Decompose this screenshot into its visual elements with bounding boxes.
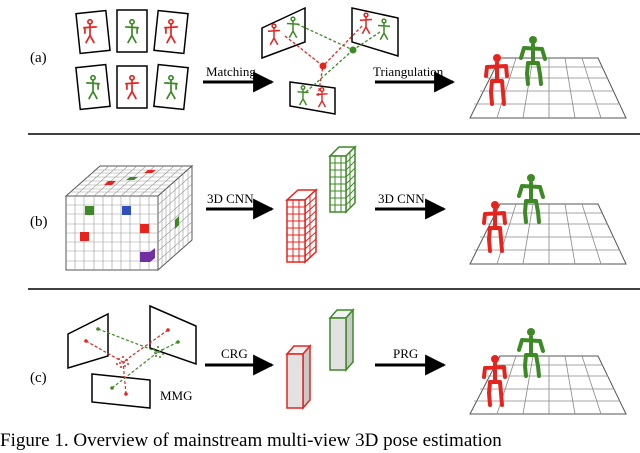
mini-person-green bbox=[286, 16, 300, 39]
green-proposal-box bbox=[328, 308, 355, 372]
view-plane bbox=[91, 373, 151, 409]
green-proposal-cluster bbox=[153, 346, 164, 358]
red-view-point bbox=[124, 392, 128, 396]
input-views-grid bbox=[75, 9, 189, 111]
cnn-label-2: 3D CNN bbox=[378, 191, 425, 206]
mini-person-red bbox=[83, 18, 97, 44]
mini-person-red bbox=[164, 18, 178, 44]
voxel-red-top bbox=[104, 181, 116, 185]
voxel-purple bbox=[140, 248, 155, 262]
ground-grid bbox=[469, 203, 627, 265]
voxel-red bbox=[80, 232, 89, 241]
row-b: (b) 3D CNN bbox=[30, 145, 627, 272]
view-plane bbox=[149, 304, 197, 366]
prg-label: PRG bbox=[393, 346, 418, 361]
mini-person-red bbox=[316, 87, 328, 108]
green-view-point bbox=[96, 327, 100, 331]
row-c-label: (c) bbox=[30, 370, 47, 386]
crg-label: CRG bbox=[221, 346, 248, 361]
voxel-red bbox=[140, 224, 149, 233]
figure-caption: Figure 1. Overview of mainstream multi-v… bbox=[0, 430, 502, 451]
mini-person-red bbox=[125, 74, 139, 100]
view-plane bbox=[351, 7, 399, 58]
mini-person-green bbox=[164, 74, 178, 100]
person-3d-red bbox=[482, 355, 507, 407]
matching-label: Matching bbox=[206, 64, 256, 79]
red-proposal-cluster bbox=[116, 356, 129, 368]
voxel-green bbox=[85, 206, 94, 215]
red-feature-volume bbox=[285, 188, 318, 264]
row-a-label: (a) bbox=[30, 50, 47, 66]
ground-grid bbox=[469, 355, 627, 415]
person-3d-green bbox=[517, 174, 545, 224]
mini-person-green bbox=[377, 18, 391, 41]
row-c: (c) MMG CRG bbox=[30, 304, 627, 415]
red-view-point bbox=[84, 339, 88, 343]
row-a: (a) Matching bbox=[30, 6, 627, 119]
green-rays bbox=[97, 328, 179, 389]
row-b-label: (b) bbox=[30, 214, 48, 230]
ground-grid bbox=[469, 57, 627, 119]
mmg-label: MMG bbox=[160, 388, 193, 403]
voxel-red-top bbox=[144, 170, 156, 173]
green-match-point bbox=[349, 46, 357, 54]
view-plane bbox=[289, 81, 336, 115]
voxel-top-grid bbox=[70, 165, 188, 197]
voxel-blue bbox=[122, 206, 131, 215]
voxel-green-top bbox=[126, 177, 138, 180]
mini-person-green bbox=[86, 74, 100, 100]
view-plane bbox=[67, 312, 109, 370]
red-match-point bbox=[319, 62, 327, 70]
green-view-point bbox=[110, 386, 114, 390]
red-correspondence-lines bbox=[284, 25, 363, 97]
green-correspondence-lines bbox=[296, 23, 381, 93]
voxel-side-grid bbox=[157, 170, 193, 266]
green-feature-volume bbox=[328, 145, 357, 214]
mini-person-red bbox=[267, 23, 281, 46]
matched-views bbox=[261, 6, 399, 115]
cnn-label-1: 3D CNN bbox=[207, 191, 254, 206]
view-plane bbox=[261, 6, 306, 60]
mini-person-green bbox=[297, 85, 309, 106]
red-proposal-box bbox=[285, 344, 312, 410]
person-3d-green bbox=[517, 328, 545, 378]
red-view-point bbox=[166, 328, 170, 332]
person-3d-green bbox=[519, 36, 547, 86]
view-frame bbox=[116, 9, 148, 53]
person-3d-red bbox=[482, 201, 507, 253]
triangulation-label: Triangulation bbox=[373, 64, 444, 79]
view-frame bbox=[75, 9, 111, 55]
person-3d-red bbox=[484, 54, 509, 106]
green-view-point bbox=[176, 340, 180, 344]
mini-person-green bbox=[125, 18, 139, 44]
mini-person-red bbox=[359, 12, 373, 35]
voxel-cube bbox=[64, 164, 194, 272]
multi-view-planes bbox=[67, 304, 197, 409]
voxel-green-side bbox=[175, 216, 179, 229]
